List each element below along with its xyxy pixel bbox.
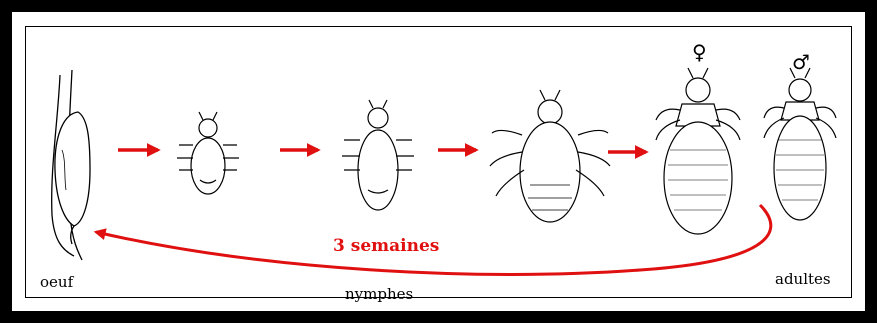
male-symbol: ♂ [792, 50, 810, 74]
nymph-1-illustration [177, 112, 239, 194]
female-symbol: ♀ [692, 40, 707, 64]
adult-male-illustration [764, 68, 836, 220]
nymphs-label: nymphes [345, 285, 413, 303]
cycle-duration-label: 3 semaines [333, 236, 439, 256]
egg-label: oeuf [40, 273, 73, 291]
nymph-2-illustration [342, 100, 414, 210]
adult-female-illustration [656, 68, 740, 234]
adults-label: adultes [775, 270, 831, 288]
egg-illustration [52, 70, 90, 260]
nymph-3-illustration [490, 90, 610, 222]
